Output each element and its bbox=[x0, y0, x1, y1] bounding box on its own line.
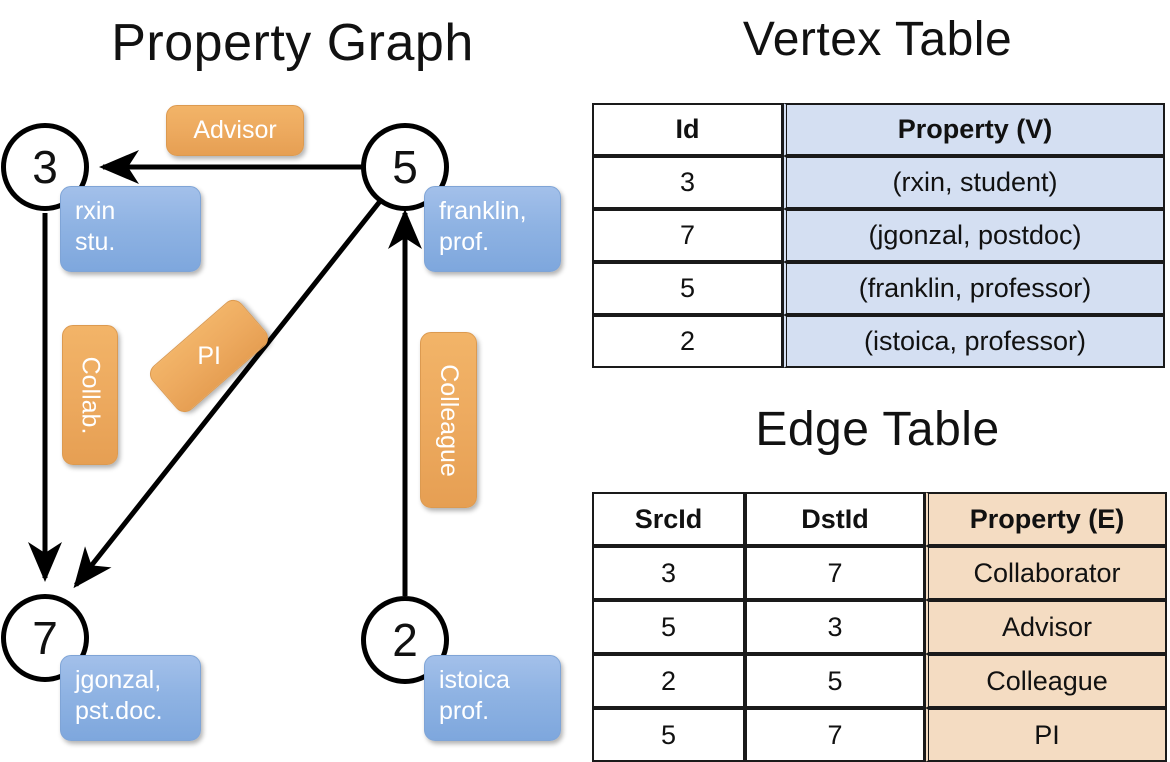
cell-property: Advisor bbox=[925, 600, 1167, 654]
cell-property: PI bbox=[925, 708, 1167, 762]
table-row: 2 (istoica, professor) bbox=[592, 315, 1165, 368]
table-header-row: SrcId DstId Property (E) bbox=[592, 492, 1167, 546]
cell-property: (jgonzal, postdoc) bbox=[783, 209, 1165, 262]
cell-id: 2 bbox=[592, 315, 783, 368]
vertex-property-badge-2: istoica prof. bbox=[424, 655, 561, 741]
cell-dstid: 7 bbox=[745, 708, 925, 762]
cell-property: (istoica, professor) bbox=[783, 315, 1165, 368]
edge-label-text-colleague: Colleague bbox=[435, 363, 463, 477]
edge-label-badge-collab: Collab. bbox=[62, 325, 118, 465]
edge-5-to-7 bbox=[73, 198, 383, 589]
property-graph-diagram: 3 5 7 2 rxin stu. franklin, prof. jgonza… bbox=[0, 0, 585, 760]
cell-id: 5 bbox=[592, 262, 783, 315]
vertex-property-line-1: jgonzal, bbox=[75, 666, 162, 694]
vertex-property-line-2: stu. bbox=[75, 228, 116, 256]
cell-dstid: 5 bbox=[745, 654, 925, 708]
cell-dstid: 3 bbox=[745, 600, 925, 654]
edge-label-text-collab: Collab. bbox=[76, 356, 105, 434]
column-header-dstid: DstId bbox=[745, 492, 925, 546]
vertex-node-5[interactable]: 5 bbox=[361, 123, 449, 211]
table-row: 5 3 Advisor bbox=[592, 600, 1167, 654]
cell-srcid: 2 bbox=[592, 654, 745, 708]
page-title-vertex-table: Vertex Table bbox=[742, 13, 1013, 66]
edge-label-badge-colleague: Colleague bbox=[420, 332, 477, 508]
cell-id: 3 bbox=[592, 156, 783, 209]
vertex-property-line-1: rxin bbox=[75, 197, 116, 225]
cell-property: Colleague bbox=[925, 654, 1167, 708]
vertex-property-line-2: pst.doc. bbox=[75, 697, 163, 725]
table-header-row: Id Property (V) bbox=[592, 103, 1165, 156]
column-header-property-v: Property (V) bbox=[783, 103, 1165, 156]
vertex-table: Id Property (V) 3 (rxin, student) 7 (jgo… bbox=[592, 103, 1165, 368]
edge-label-text-pi: PI bbox=[197, 341, 221, 370]
vertex-node-2[interactable]: 2 bbox=[361, 596, 449, 684]
edge-table: SrcId DstId Property (E) 3 7 Collaborato… bbox=[592, 492, 1167, 762]
table-row: 2 5 Colleague bbox=[592, 654, 1167, 708]
cell-srcid: 5 bbox=[592, 600, 745, 654]
cell-dstid: 7 bbox=[745, 546, 925, 600]
vertex-property-line-1: istoica bbox=[439, 666, 510, 694]
cell-srcid: 5 bbox=[592, 708, 745, 762]
column-header-srcid: SrcId bbox=[592, 492, 745, 546]
cell-id: 7 bbox=[592, 209, 783, 262]
column-header-property-e: Property (E) bbox=[925, 492, 1167, 546]
column-header-id: Id bbox=[592, 103, 783, 156]
table-row: 5 7 PI bbox=[592, 708, 1167, 762]
cell-srcid: 3 bbox=[592, 546, 745, 600]
vertex-property-line-1: franklin, bbox=[439, 197, 527, 225]
edge-label-text-advisor: Advisor bbox=[193, 116, 277, 144]
cell-property: (franklin, professor) bbox=[783, 262, 1165, 315]
vertex-property-badge-3: rxin stu. bbox=[60, 186, 201, 272]
table-row: 5 (franklin, professor) bbox=[592, 262, 1165, 315]
vertex-property-line-2: prof. bbox=[439, 697, 490, 725]
graph-edges-layer bbox=[28, 150, 422, 596]
vertex-property-badge-5: franklin, prof. bbox=[424, 186, 561, 272]
vertex-property-badge-7: jgonzal, pst.doc. bbox=[60, 655, 201, 741]
page-title-property-graph: Property Graph bbox=[111, 14, 474, 72]
edge-label-badge-advisor: Advisor bbox=[166, 105, 304, 156]
cell-property: Collaborator bbox=[925, 546, 1167, 600]
page-title-edge-table: Edge Table bbox=[755, 403, 1000, 456]
table-row: 3 7 Collaborator bbox=[592, 546, 1167, 600]
table-row: 7 (jgonzal, postdoc) bbox=[592, 209, 1165, 262]
vertex-property-line-2: prof. bbox=[439, 228, 490, 256]
cell-property: (rxin, student) bbox=[783, 156, 1165, 209]
table-row: 3 (rxin, student) bbox=[592, 156, 1165, 209]
